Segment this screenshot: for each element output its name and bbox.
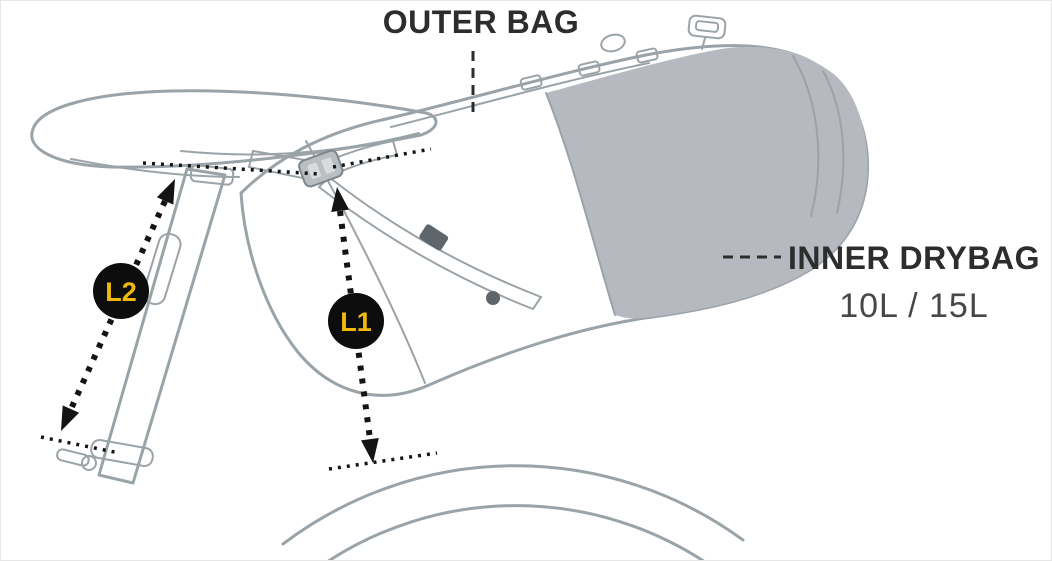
inner-drybag-label: INNER DRYBAG (788, 240, 1040, 276)
seatpost (56, 167, 227, 485)
compression-straps (247, 139, 543, 311)
l2-arrowhead-bottom (61, 405, 80, 431)
l2-measurement-arrow (61, 179, 175, 431)
bag-seam-drybag-boundary (545, 92, 616, 316)
l2-arrowhead-top (156, 179, 175, 205)
l1-arrowhead-top (331, 187, 349, 212)
ref-line-bottom-center (328, 451, 438, 471)
top-strap-tabs (519, 47, 659, 91)
seatpost-clamp-collar (56, 439, 154, 471)
strap-keeper-loop (486, 291, 500, 305)
ref-line-saddle-left (142, 161, 320, 176)
l1-measurement-arrow (331, 187, 379, 463)
l1-badge-label: L1 (340, 307, 372, 337)
l1-badge: L1 (328, 293, 384, 349)
front-strap-band (317, 175, 543, 311)
rear-wheel-arcs (281, 464, 745, 560)
bag-seam-top (390, 62, 650, 128)
top-buckle-clip (687, 14, 727, 50)
ref-line-saddle-right (332, 147, 432, 169)
outer-bag-callout: OUTER BAG (383, 4, 580, 117)
top-valve-knob (600, 33, 626, 53)
ladder-lock-buckle (419, 224, 449, 251)
inner-drybag-callout: INNER DRYBAG 10L / 15L (723, 240, 1040, 325)
inner-drybag-capacity: 10L / 15L (839, 287, 989, 325)
outer-bag-label: OUTER BAG (383, 4, 580, 40)
cam-buckle (298, 149, 344, 188)
inner-drybag-region (546, 46, 868, 319)
saddle (30, 89, 438, 186)
l1-arrowhead-bottom (361, 438, 379, 463)
seatpost-strap-keeper (142, 232, 182, 306)
roll-top-folds (792, 55, 845, 217)
saddle-rail-clamp (189, 164, 235, 186)
reference-lines (40, 147, 438, 471)
l2-badge: L2 (93, 263, 149, 319)
l2-badge-label: L2 (105, 277, 137, 307)
